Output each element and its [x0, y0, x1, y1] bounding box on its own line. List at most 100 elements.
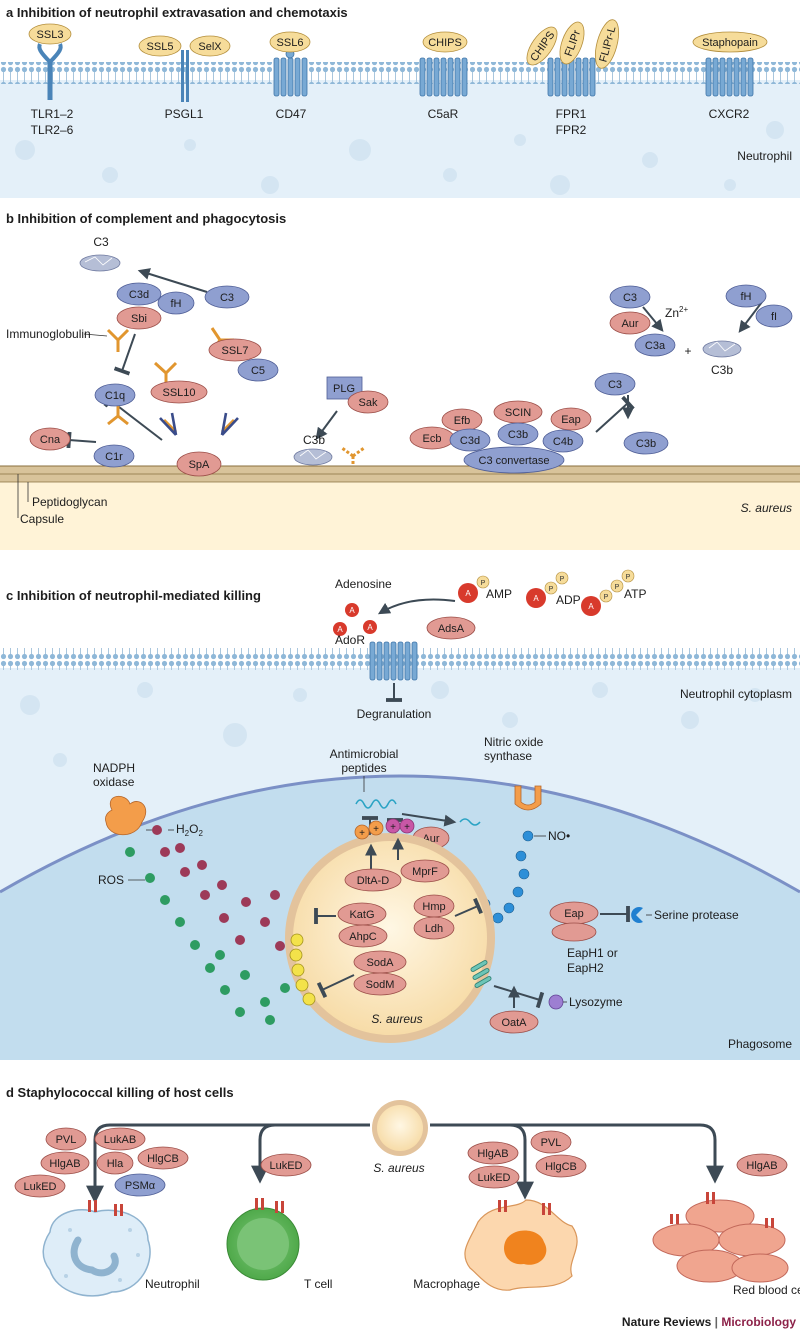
- nadph-label-1: NADPH: [93, 761, 135, 775]
- fh-2-label: fH: [741, 291, 752, 303]
- p-atp-1: P: [604, 594, 609, 601]
- a-atp: A: [588, 602, 594, 611]
- c3a-label: C3a: [645, 340, 666, 352]
- adenosine-molecules: [333, 569, 635, 636]
- positive-charge-1: [354, 824, 370, 840]
- panel-c-title: c Inhibition of neutrophil-mediated kill…: [6, 588, 261, 603]
- c3-label: C3: [220, 292, 234, 304]
- sodm-label: SodM: [366, 979, 395, 991]
- hlgcb-label-m: HlgCB: [545, 1161, 577, 1173]
- ador-label: AdoR: [335, 633, 365, 647]
- fpr1-label: FPR1: [556, 107, 587, 121]
- adsa-label: AdsA: [438, 623, 465, 635]
- katg-label: KatG: [349, 909, 374, 921]
- hlgab-label-m: HlgAB: [477, 1148, 508, 1160]
- c3d-2-label: C3d: [460, 435, 480, 447]
- degraded-c3b-plg: [293, 448, 333, 466]
- tcell-d: [226, 1198, 300, 1281]
- panel-d-title: d Staphylococcal killing of host cells: [6, 1085, 234, 1100]
- inhibit-sod-ros: [316, 974, 355, 999]
- eap-label-b: Eap: [561, 414, 581, 426]
- adp-label: ADP: [556, 593, 581, 607]
- inhibit-convertase-c3: [595, 395, 635, 433]
- c3d-label: C3d: [129, 289, 149, 301]
- amp-pep-label-2: peptides: [341, 761, 386, 775]
- ssl5-label: SSL5: [147, 41, 174, 53]
- peptidoglycan-label: Peptidoglycan: [32, 495, 107, 509]
- neutrophil-cytoplasm-a: [0, 80, 800, 198]
- c3-convertase-label: C3 convertase: [479, 455, 550, 467]
- inhibitor-pills-a: [28, 19, 768, 69]
- c4b-label: C4b: [553, 436, 573, 448]
- nadph-label-2: oxidase: [93, 775, 135, 789]
- saureus-cell-c: [293, 841, 487, 1035]
- pills-c: [337, 859, 599, 1034]
- positive-charge-4: [399, 818, 415, 834]
- lysozyme-icon: [548, 994, 564, 1010]
- lukab-label: LukAB: [104, 1134, 136, 1146]
- panel-a: a Inhibition of neutrophil extravasation…: [0, 5, 800, 198]
- inhibit-pg-lysozyme: [493, 985, 545, 1009]
- fi-label: fI: [771, 311, 777, 323]
- no-label: NO•: [548, 829, 570, 843]
- spa-label: SpA: [189, 459, 210, 471]
- arrow-sa-rbc: [430, 1123, 724, 1184]
- panel-b: b Inhibition of complement and phagocyto…: [0, 211, 800, 550]
- receptor-cd47: [273, 49, 308, 97]
- c3b-plg-label: C3b: [303, 433, 325, 447]
- a-amp: A: [465, 589, 471, 598]
- nos-shape: [514, 785, 542, 811]
- cytoplasm-label: Neutrophil cytoplasm: [680, 687, 792, 701]
- receptor-tlr: [37, 43, 63, 100]
- arrow-c3-degrade: [137, 268, 208, 293]
- hlgcb-label-n: HlgCB: [147, 1153, 179, 1165]
- macrophage-d: [464, 1199, 578, 1291]
- membrane-yellow-dots: [289, 933, 316, 1006]
- adsa-pill: [426, 616, 476, 640]
- cna-label: Cna: [40, 434, 61, 446]
- receptor-fpr: [547, 57, 596, 97]
- capsule-layer: [0, 482, 800, 550]
- chips-label: CHIPS: [428, 37, 462, 49]
- cd47-label: CD47: [276, 107, 307, 121]
- neutrophil-label-d: Neutrophil: [145, 1277, 200, 1291]
- capsule-label: Capsule: [20, 512, 64, 526]
- antimicrobial-peptides: [355, 799, 397, 809]
- phagosome-membrane: [0, 774, 800, 894]
- saureus-cell-d: [377, 1105, 423, 1151]
- plus-4: +: [404, 822, 410, 833]
- pills-b: [29, 282, 793, 477]
- membrane-a: [0, 62, 800, 84]
- panel-d: d Staphylococcal killing of host cells S…: [6, 1085, 800, 1329]
- ssl10-label: SSL10: [162, 387, 195, 399]
- hla-label: Hla: [107, 1158, 124, 1170]
- c3-top-label: C3: [93, 235, 109, 249]
- tcell-label: T cell: [304, 1277, 332, 1291]
- receptor-ador: [369, 641, 418, 681]
- receptor-c5ar: [419, 57, 468, 97]
- lysozyme-label: Lysozyme: [569, 995, 623, 1009]
- ecb-label: Ecb: [423, 433, 442, 445]
- journal-credit: Nature Reviews | Microbiology: [622, 1315, 796, 1329]
- hmp-label: Hmp: [422, 901, 445, 913]
- rbc-label: Red blood cells: [733, 1283, 800, 1297]
- inhibit-cna-c1: [66, 431, 97, 449]
- receptor-psgl1: [181, 50, 189, 102]
- arrow-plg-c3b: [315, 410, 338, 440]
- plus-3: +: [390, 822, 396, 833]
- p-amp: P: [481, 580, 486, 587]
- neutrophil-label-a: Neutrophil: [737, 149, 792, 163]
- p-atp-3: P: [626, 574, 631, 581]
- arrow-aur-peptides: [401, 813, 457, 827]
- c3b-mid-label: C3b: [508, 429, 528, 441]
- ssl3-label: SSL3: [37, 29, 64, 41]
- eap-label-c: Eap: [564, 908, 584, 920]
- c3b-right-label: C3b: [636, 438, 656, 450]
- tlr26-label: TLR2–6: [31, 123, 74, 137]
- scin-label: SCIN: [505, 407, 531, 419]
- rbc-d: [652, 1192, 789, 1283]
- atp-label: ATP: [624, 587, 646, 601]
- soda-label: SodA: [367, 957, 395, 969]
- positive-charge-2: [368, 820, 384, 836]
